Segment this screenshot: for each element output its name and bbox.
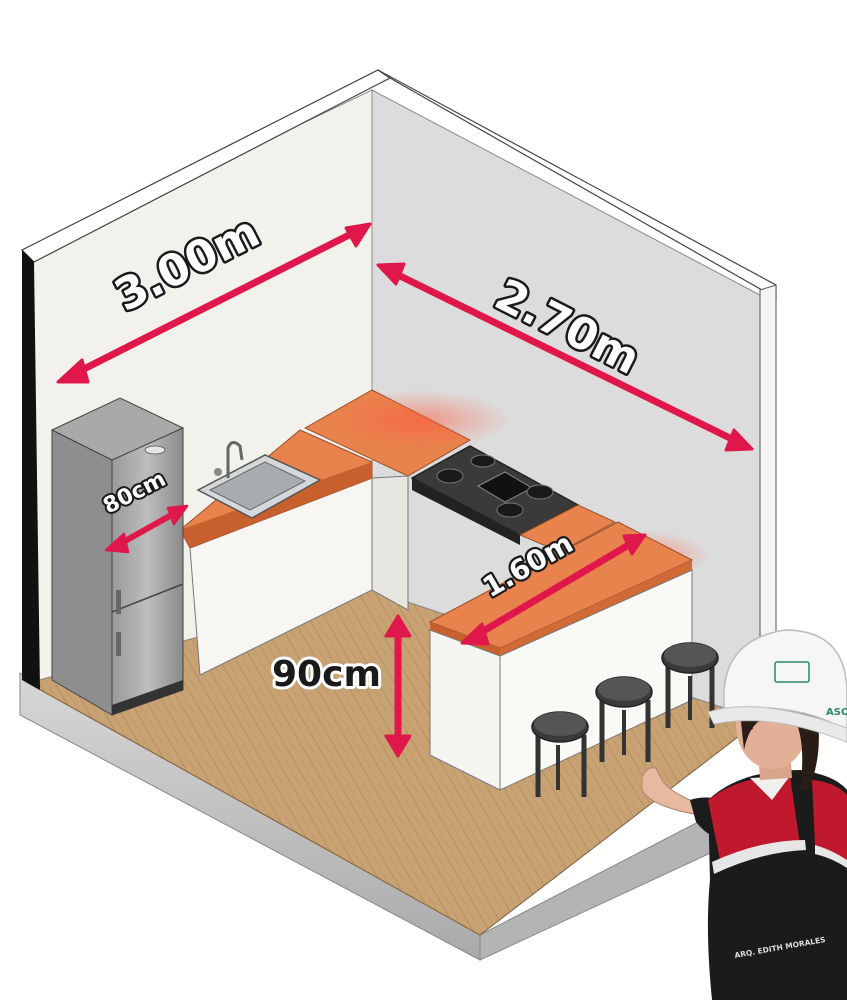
fridge-door-split (111, 583, 184, 613)
faucet-icon (226, 441, 244, 478)
burner-4-icon (526, 484, 554, 500)
side-countertop (518, 504, 617, 553)
stool-1 (531, 711, 589, 797)
helmet-logo-icon (774, 661, 810, 683)
dim-arrow-height (384, 614, 412, 758)
fridge-top (50, 397, 185, 461)
eye (747, 726, 753, 730)
helmet-logo-text: ASO (826, 707, 847, 718)
sink-basin (208, 461, 307, 511)
burner-1-icon (436, 468, 464, 484)
vest-red-panel-right (812, 780, 847, 860)
island-top-edge-right (500, 560, 692, 656)
dim-arrow-wall-left (56, 222, 372, 384)
dim-label-height: 90cm (272, 654, 381, 695)
vest-white-stripe (712, 840, 806, 874)
architect-figure: ASO ARQ. EDITH MORALES (641, 629, 847, 1000)
counter-glow (330, 390, 510, 450)
faucet-knob-icon (214, 468, 222, 476)
left-wall-edge (22, 250, 40, 690)
helmet-brim (707, 706, 847, 743)
fridge-front (111, 427, 184, 716)
fridge-side (51, 429, 113, 716)
dim-arrow-wall-right (376, 262, 754, 452)
right-back-cabinet (371, 475, 409, 611)
dim-arrow-fridge (104, 504, 189, 554)
cooktop-front (412, 478, 520, 545)
shirt-collar (750, 776, 790, 800)
burner-2-icon (470, 454, 496, 468)
fridge-base-grille (112, 680, 183, 715)
fridge-handle-upper (116, 590, 121, 614)
fridge-handle-lower (116, 632, 121, 656)
fridge-logo-icon (144, 445, 166, 455)
stool-2 (595, 676, 653, 762)
vest-white-stripe-2 (815, 845, 847, 868)
dim-arrow-island (460, 533, 647, 646)
burner-3-icon (496, 502, 524, 518)
